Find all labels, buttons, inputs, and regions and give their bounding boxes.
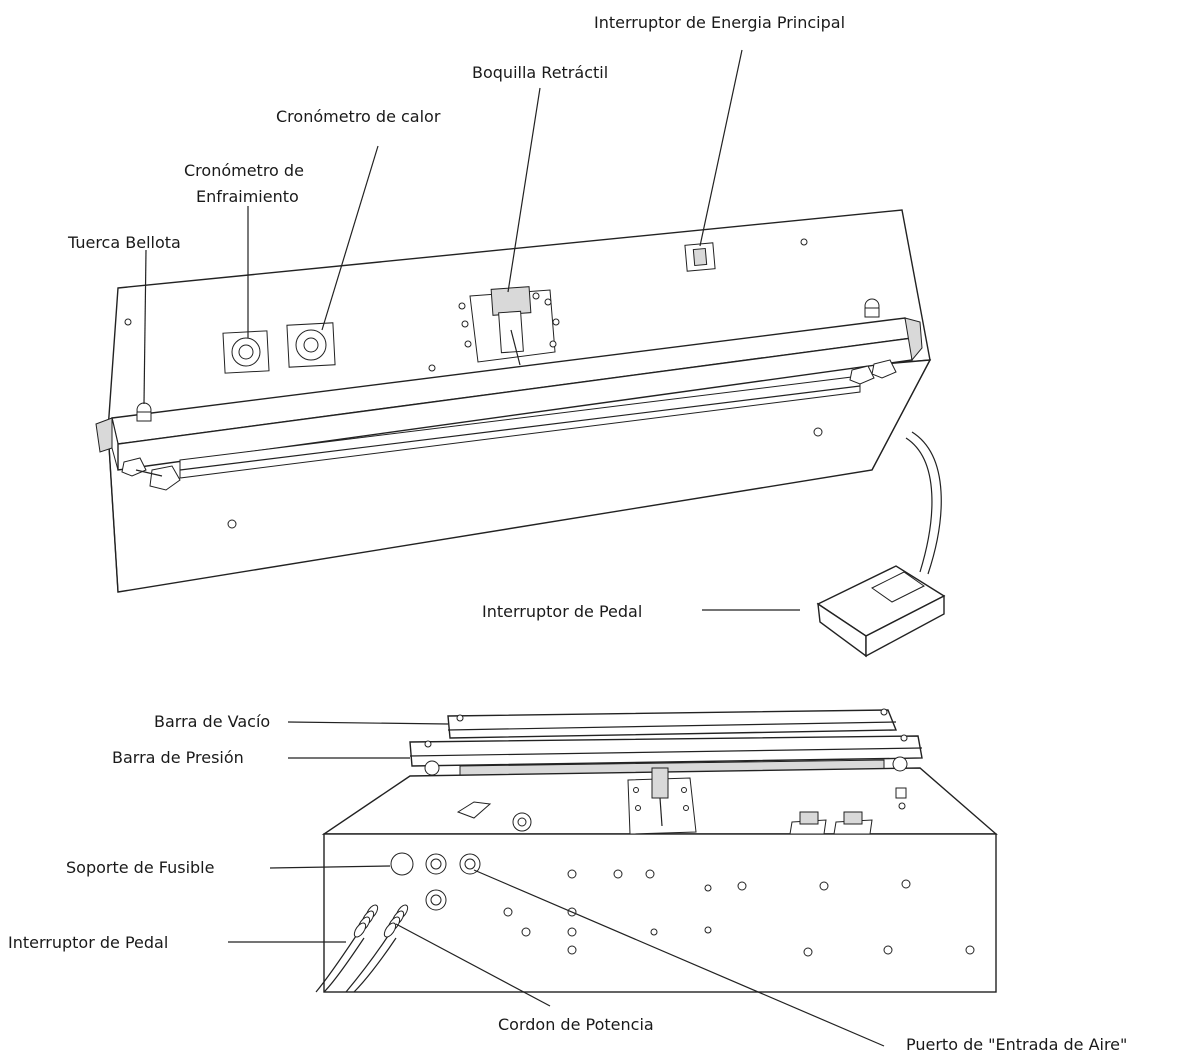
- label-cooling-timer-2: Enfraimiento: [196, 187, 299, 206]
- cooling-timer-knob: [222, 330, 270, 374]
- acorn-nut-left: [136, 402, 152, 422]
- label-pressure-bar: Barra de Presión: [112, 748, 244, 767]
- label-heat-timer: Cronómetro de calor: [276, 107, 441, 126]
- retractable-nozzle: [458, 286, 560, 366]
- main-power-switch: [684, 242, 716, 272]
- port-1: [425, 853, 447, 875]
- label-cooling-timer-1: Cronómetro de: [184, 161, 304, 180]
- label-foot-switch-bottom: Interruptor de Pedal: [8, 933, 168, 952]
- rear-screw-holes: [503, 869, 975, 957]
- label-vacuum-bar: Barra de Vacío: [154, 712, 270, 731]
- rear-face: [323, 833, 997, 993]
- label-foot-switch-top: Interruptor de Pedal: [482, 602, 642, 621]
- label-power-cord: Cordon de Potencia: [498, 1015, 654, 1034]
- sealer-rear-view: [315, 708, 998, 993]
- cords: [315, 904, 409, 993]
- heat-timer-knob: [286, 322, 336, 368]
- sealer-top-view: [95, 209, 946, 658]
- fuse-holder: [390, 852, 414, 876]
- sealing-bar: [95, 317, 923, 479]
- hex-nuts-left: [121, 457, 181, 491]
- label-main-power-switch: Interruptor de Energia Principal: [594, 13, 845, 32]
- air-inlet-port: [459, 853, 481, 875]
- acorn-nut-right: [864, 298, 880, 318]
- foot-pedal: [816, 565, 946, 658]
- label-fuse-holder: Soporte de Fusible: [66, 858, 214, 877]
- port-3: [425, 889, 447, 911]
- vacuum-bar: [447, 708, 898, 739]
- label-air-inlet-port: Puerto de "Entrada de Aire": [906, 1035, 1127, 1054]
- hex-nuts-right: [849, 359, 897, 385]
- label-acorn-nut: Tuerca Bellota: [67, 233, 181, 252]
- label-retractable-nozzle: Boquilla Retráctil: [472, 63, 608, 82]
